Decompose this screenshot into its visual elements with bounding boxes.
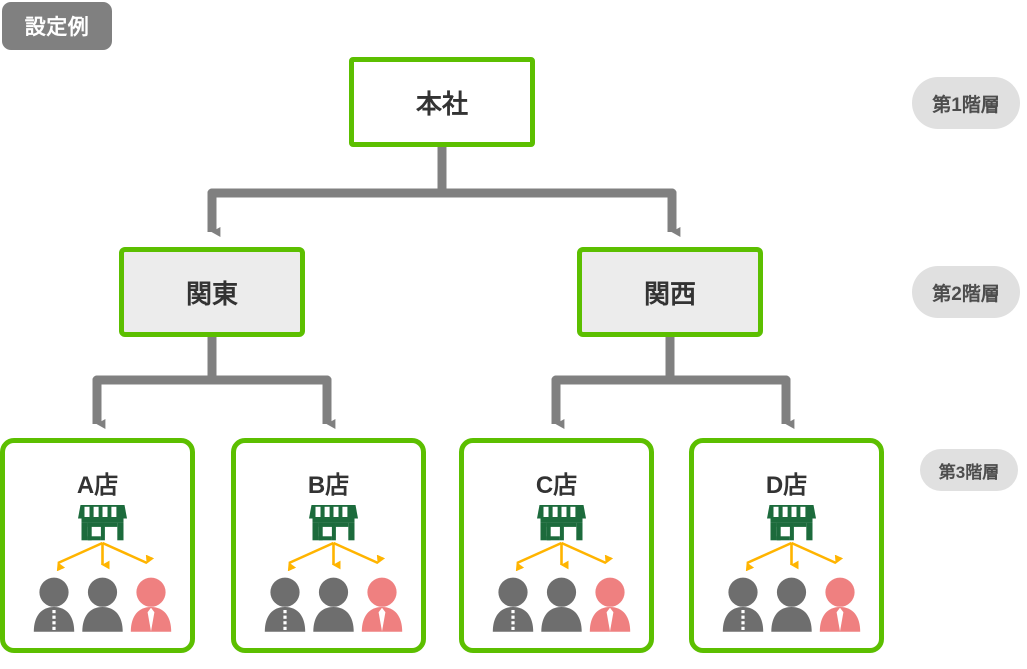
connector-root-to-regions [207,147,681,237]
person-red-icon [819,577,861,632]
node-head-office[interactable]: 本社 [349,57,535,147]
level-pill-1-label: 第1階層 [932,94,1000,116]
node-region-kanto[interactable]: 関東 [119,247,305,337]
node-store-a[interactable]: A店 [0,438,195,653]
person-necktie [606,607,614,632]
person-gray-icon [264,577,306,632]
person-necktie [147,607,155,632]
store-inner-graphic [722,505,861,632]
assignment-arrows [745,541,844,572]
person-gray-icon [541,577,582,632]
level-pill-3-label: 第3階層 [938,462,1000,482]
person-gray-icon [313,577,354,632]
setting-example-badge: 設定例 [2,2,112,50]
person-gray-icon [722,577,764,632]
person-necktie [836,607,844,632]
node-store-b-label: B店 [307,472,350,499]
node-head-office-label: 本社 [415,88,468,119]
person-necktie [378,607,386,632]
storefront-icon [767,505,816,541]
assignment-arrows [515,541,614,572]
level-pill-1: 第1階層 [912,77,1020,129]
store-inner-graphic [264,505,403,632]
store-a-staff-graphic [5,503,190,648]
person-buttons [52,610,56,630]
person-gray-icon [771,577,812,632]
store-c-staff-graphic [464,503,649,648]
connector-kansai-to-stores [551,337,795,429]
setting-example-badge-label: 設定例 [24,16,90,39]
person-buttons [283,610,287,630]
node-store-b[interactable]: B店 [231,438,426,653]
level-pill-3: 第3階層 [920,449,1018,491]
person-red-icon [130,577,172,632]
person-gray-icon [82,577,123,632]
node-region-kansai-label: 関西 [643,278,696,309]
assignment-arrows [287,541,386,572]
person-buttons [741,610,745,630]
person-buttons [511,610,515,630]
storefront-icon [78,505,127,541]
connector-kanto-to-stores [92,337,336,429]
storefront-icon [537,505,586,541]
store-b-staff-graphic [236,503,421,648]
person-gray-icon [492,577,534,632]
assignment-arrows [56,541,155,572]
storefront-icon [309,505,358,541]
store-inner-graphic [492,505,631,632]
node-store-a-label: A店 [76,472,119,499]
node-region-kansai[interactable]: 関西 [577,247,763,337]
node-region-kanto-label: 関東 [185,278,238,309]
store-inner-graphic [33,505,172,632]
level-pill-2-label: 第2階層 [932,283,1000,305]
person-red-icon [361,577,403,632]
level-pill-2: 第2階層 [912,266,1020,318]
node-store-c[interactable]: C店 [459,438,654,653]
node-store-d[interactable]: D店 [689,438,884,653]
person-red-icon [589,577,631,632]
node-store-d-label: D店 [765,472,808,499]
node-store-c-label: C店 [535,472,578,499]
person-gray-icon [33,577,75,632]
store-d-staff-graphic [694,503,879,648]
